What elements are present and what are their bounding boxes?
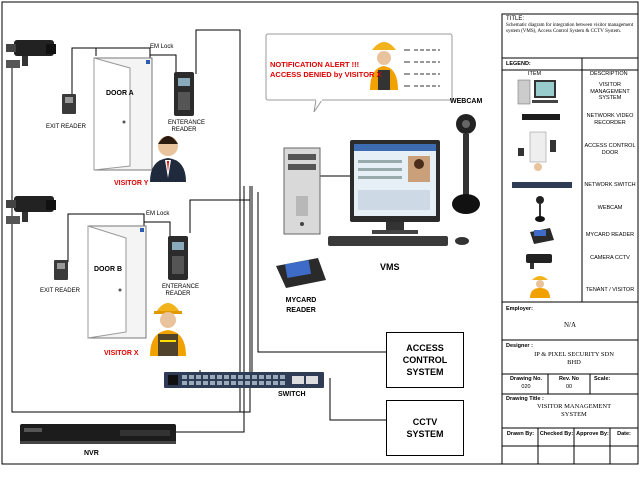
cctv-camera-top bbox=[6, 40, 56, 68]
legend-desc-switch: NETWORK SWITCH bbox=[584, 182, 636, 188]
cctv-system-box: CCTV SYSTEM bbox=[386, 400, 464, 456]
legend-desc-webcam: WEBCAM bbox=[597, 205, 623, 211]
visitor-y-graphic bbox=[150, 136, 186, 182]
legend-col-description: DESCRIPTION bbox=[590, 71, 628, 77]
exit-reader-a-label: EXIT READER bbox=[46, 124, 86, 130]
door-b-graphic bbox=[87, 225, 147, 339]
employer-label: Employer: bbox=[506, 306, 533, 312]
legend-desc-door: ACCESS CONTROL DOOR bbox=[584, 143, 636, 156]
webcam-icon bbox=[535, 196, 545, 222]
legend-label: LEGEND: bbox=[506, 61, 531, 67]
legend-desc-cctv: CAMERA CCTV bbox=[590, 255, 630, 261]
drawing-title-label: Drawing Title : bbox=[506, 396, 544, 402]
notification-bubble bbox=[265, 33, 453, 113]
rev-no-label: Rev. No bbox=[558, 376, 580, 382]
pc-tower-graphic bbox=[283, 147, 321, 235]
em-lock-b-label: EM Lock bbox=[146, 211, 170, 217]
card-reader-icon bbox=[530, 228, 554, 244]
legend-desc-nvr: NETWORK VIDEO RECORDER bbox=[586, 113, 634, 126]
legend-desc-visitor: TENANT / VISITOR bbox=[585, 287, 635, 293]
notification-line-2: ACCESS DENIED by VISITOR X bbox=[270, 70, 382, 79]
title-label: TITLE: bbox=[506, 16, 525, 22]
webcam-graphic bbox=[452, 114, 480, 214]
nvr-icon bbox=[522, 114, 560, 120]
access-control-system-box: ACCESS CONTROL SYSTEM bbox=[386, 332, 464, 388]
nvr-graphic bbox=[20, 424, 176, 444]
checked-by-label: Checked By: bbox=[539, 431, 574, 437]
notification-line-1: NOTIFICATION ALERT !!! bbox=[270, 60, 360, 69]
date-label: Date: bbox=[617, 431, 631, 437]
visitor-y-label: VISITOR Y bbox=[114, 180, 149, 187]
drawn-by-label: Drawn By: bbox=[506, 431, 535, 437]
em-lock-a-label: EM Lock bbox=[150, 44, 174, 50]
webcam-label: WEBCAM bbox=[450, 98, 483, 105]
title-block-frame bbox=[501, 13, 639, 465]
drawing-no-label: Drawing No. bbox=[509, 376, 543, 382]
legend-icons bbox=[512, 79, 572, 298]
switch-label: SWITCH bbox=[278, 391, 306, 398]
scale-label: Scale: bbox=[594, 376, 611, 382]
title-text: Schematic diagram for integration betwee… bbox=[506, 22, 634, 34]
legend-desc-card-reader: MYCARD READER bbox=[585, 232, 635, 238]
door-a-graphic bbox=[93, 57, 153, 171]
access-control-system-label: ACCESS CONTROL SYSTEM bbox=[402, 343, 448, 377]
title-block-title: TITLE: Schematic diagram for integration… bbox=[506, 16, 634, 35]
drawing-no-value: 020 bbox=[521, 384, 531, 390]
nvr-label: NVR bbox=[84, 450, 99, 457]
legend-col-item: ITEM bbox=[528, 71, 542, 77]
access-door-icon bbox=[518, 131, 556, 171]
visitor-icon bbox=[530, 276, 550, 298]
cctv-system-label: CCTV SYSTEM bbox=[406, 417, 444, 439]
mycard-reader-graphic bbox=[276, 258, 326, 288]
employer-value: N/A bbox=[563, 321, 577, 329]
network-switch-icon bbox=[512, 182, 572, 188]
vms-computer-icon bbox=[517, 79, 558, 105]
legend-desc-vms: VISITOR MANAGEMENT SYSTEM bbox=[590, 82, 630, 101]
designer-value: IP & PIXEL SECURITY SDN BHD bbox=[534, 351, 614, 366]
entrance-reader-b-label: ENTERANCE READER bbox=[162, 284, 200, 297]
vms-label: VMS bbox=[380, 262, 400, 272]
visitor-x-graphic bbox=[150, 303, 186, 356]
cctv-camera-middle bbox=[6, 196, 56, 224]
door-a-label: DOOR A bbox=[106, 90, 134, 97]
designer-label: Designer : bbox=[506, 343, 533, 349]
drawing-title-value: VISITOR MANAGEMENT SYSTEM bbox=[536, 403, 612, 418]
exit-reader-b-label: EXIT READER bbox=[40, 288, 80, 294]
rev-no-value: 00 bbox=[565, 384, 573, 390]
approve-by-label: Approve By: bbox=[576, 431, 609, 437]
mycard-reader-label: MYCARD READER bbox=[285, 297, 317, 314]
visitor-x-label: VISITOR X bbox=[104, 350, 139, 357]
cctv-camera-icon bbox=[526, 254, 552, 269]
switch-graphic bbox=[164, 372, 324, 388]
monitor-graphic bbox=[350, 140, 440, 234]
mouse-graphic bbox=[455, 237, 469, 245]
keyboard-graphic bbox=[328, 236, 448, 246]
door-b-label: DOOR B bbox=[94, 266, 122, 273]
entrance-reader-a-label: ENTERANCE READER bbox=[168, 120, 206, 133]
